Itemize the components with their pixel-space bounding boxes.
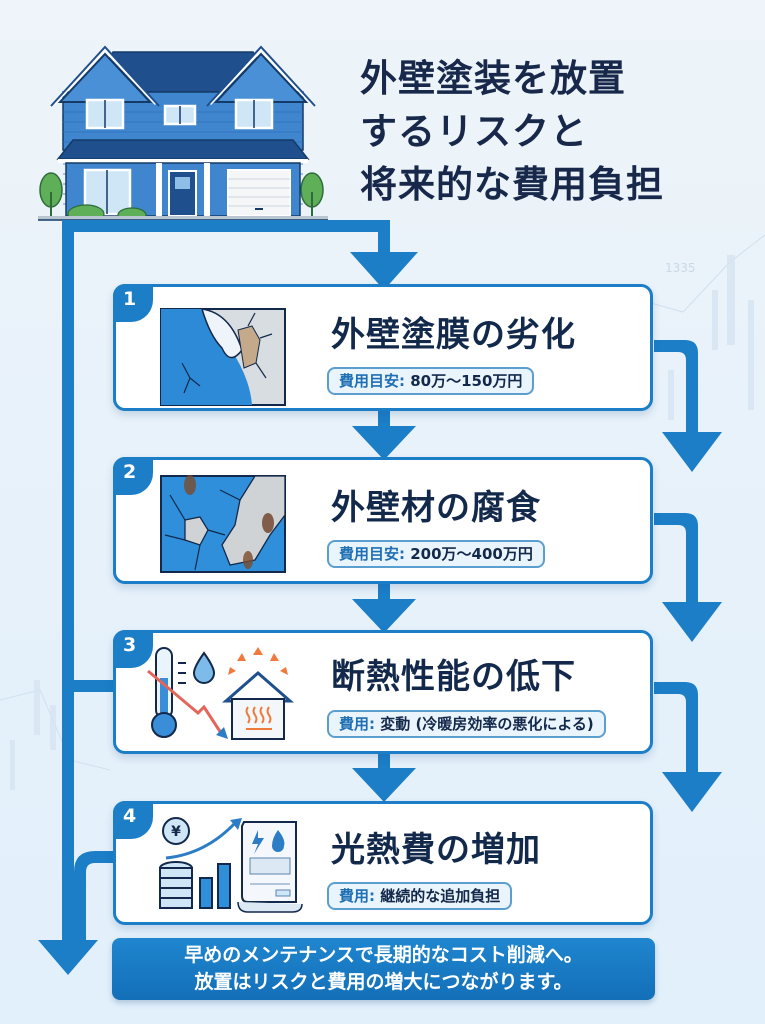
left-branch-connectors	[74, 680, 116, 945]
step-heading: 外壁材の腐食	[331, 488, 541, 528]
tree-right-icon	[300, 172, 324, 218]
step-number-badge: 4	[113, 801, 153, 839]
step-heading: 光熱費の増加	[331, 830, 541, 870]
step-card-2: 2 外壁材の腐食 費用目安: 200万〜400万円	[113, 457, 653, 584]
cost-label: 費用:	[339, 715, 375, 733]
heat-loss-house-icon	[222, 647, 294, 740]
cost-value: 80万〜150万円	[410, 372, 523, 390]
house-icon	[38, 45, 328, 222]
bar-chart-icon	[199, 863, 231, 909]
step-number-badge: 2	[113, 457, 153, 495]
summary-banner: 早めのメンテナンスで長期的なコスト削減へ。 放置はリスクと費用の増大につながりま…	[112, 938, 655, 1000]
summary-line-1: 早めのメンテナンスで長期的なコスト削減へ。	[184, 944, 583, 966]
step-number-badge: 1	[113, 284, 153, 322]
step-heading: 断熱性能の低下	[331, 657, 576, 697]
step-card-3: 3 断熱性能の低下 費用: 変動 (冷暖房効	[113, 630, 653, 754]
cost-badge: 費用: 変動 (冷暖房効率の悪化による)	[327, 710, 606, 738]
cost-label: 費用目安:	[339, 545, 405, 563]
cost-value: 継続的な追加負担	[380, 887, 501, 905]
cost-value: 200万〜400万円	[410, 545, 533, 563]
cost-value: 変動 (冷暖房効率の悪化による)	[380, 715, 594, 733]
cost-badge: 費用目安: 80万〜150万円	[327, 367, 535, 395]
background-chart-label: 1335	[665, 261, 696, 275]
title-line-2: するリスクと	[360, 110, 588, 153]
page-title: 外壁塗装を放置 するリスクと 将来的な費用負担	[360, 52, 664, 211]
corroded-wall-icon	[160, 475, 286, 573]
right-elbow-arrows	[654, 340, 722, 812]
step-heading: 外壁塗膜の劣化	[331, 315, 576, 355]
step-number-badge: 3	[113, 630, 153, 668]
thermometer-icon	[151, 647, 186, 738]
cost-badge: 費用目安: 200万〜400万円	[327, 540, 545, 568]
yen-coin-icon: ¥	[162, 817, 190, 845]
peeling-paint-crack-icon	[160, 308, 286, 406]
utility-bill-icon	[237, 821, 303, 913]
tree-left-icon	[39, 172, 63, 218]
cost-label: 費用目安:	[339, 372, 405, 390]
step-card-4: 4 ¥ 光熱費の増加 費用: 継続的な追加負担	[113, 801, 653, 925]
svg-text:¥: ¥	[171, 824, 181, 840]
summary-line-2: 放置はリスクと費用の増大につながります。	[194, 971, 573, 993]
cost-badge: 費用: 継続的な追加負担	[327, 882, 513, 910]
cost-label: 費用:	[339, 887, 375, 905]
water-drop-icon	[192, 651, 216, 684]
yen-rising-utility-bill-icon: ¥	[159, 817, 303, 913]
thermometer-heat-loss-house-icon	[147, 647, 294, 740]
title-line-3: 将来的な費用負担	[360, 163, 664, 206]
step-card-1: 1 外壁塗膜の劣化 費用目安: 80万〜150万円	[113, 284, 653, 411]
title-line-1: 外壁塗装を放置	[360, 57, 626, 100]
rising-arrow-icon	[165, 820, 238, 860]
coin-stack-icon	[159, 861, 193, 909]
